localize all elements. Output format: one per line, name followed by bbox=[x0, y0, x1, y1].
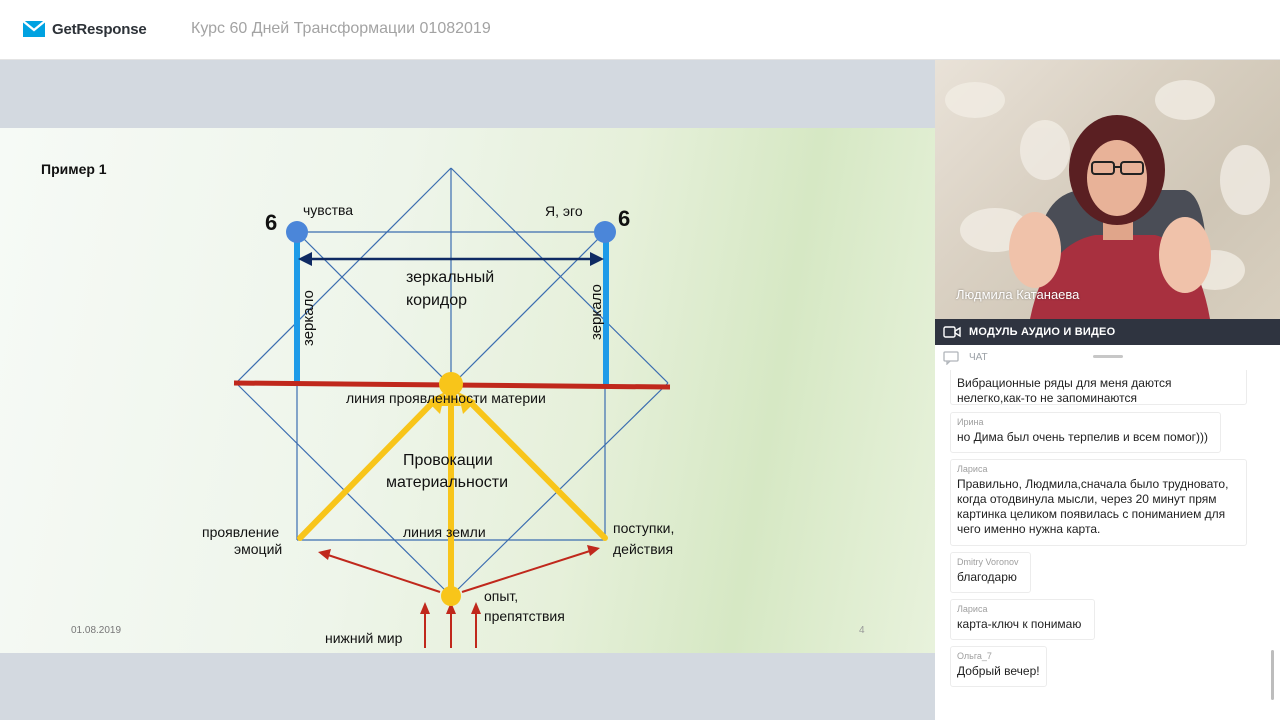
red-arrows bbox=[324, 549, 594, 648]
message-text-line: нелегко,как-то не запоминаются bbox=[957, 391, 1137, 405]
label-mirror-right: зеркало bbox=[588, 284, 605, 340]
label-matter-line: линия проявленности материи bbox=[346, 390, 546, 406]
audio-video-module-bar[interactable]: МОДУЛЬ АУДИО И ВИДЕО bbox=[935, 319, 1280, 345]
label-corridor-2: коридор bbox=[406, 292, 467, 309]
node-bottom bbox=[441, 586, 461, 606]
message-author: Лариса bbox=[957, 464, 988, 474]
label-earth-line: линия земли bbox=[403, 524, 486, 540]
number-six-left: 6 bbox=[265, 210, 277, 235]
number-six-right: 6 bbox=[618, 206, 630, 231]
message-text-line: карта-ключ к понимаю bbox=[957, 617, 1082, 631]
envelope-icon bbox=[22, 20, 46, 37]
chat-message: Ольга_7 Добрый вечер! bbox=[950, 646, 1047, 687]
message-author: Лариса bbox=[957, 604, 988, 614]
presentation-stage: Пример 1 6 6 чувства Я, эго зеркало зерк… bbox=[0, 60, 935, 720]
message-text-line: картинка целиком появилась с пониманием … bbox=[957, 507, 1226, 521]
node-center bbox=[439, 372, 463, 396]
chat-message: Вибрационные ряды для меня даются нелегк… bbox=[950, 370, 1247, 405]
chat-message: Ирина но Дима был очень терпелив и всем … bbox=[950, 412, 1221, 453]
label-experience-2: препятствия bbox=[484, 608, 565, 624]
slide: Пример 1 6 6 чувства Я, эго зеркало зерк… bbox=[0, 128, 935, 653]
chat-message: Dmitry Voronov благодарю bbox=[950, 552, 1031, 593]
camera-icon bbox=[943, 326, 961, 338]
label-actions-2: действия bbox=[613, 541, 673, 557]
brand-logo[interactable]: GetResponse bbox=[22, 19, 147, 39]
message-author: Ольга_7 bbox=[957, 651, 992, 661]
node-ego bbox=[594, 221, 616, 243]
label-corridor-1: зеркальный bbox=[406, 269, 494, 286]
chat-scrollbar[interactable] bbox=[1271, 650, 1274, 700]
label-ego: Я, эго bbox=[545, 203, 583, 219]
label-experience-1: опыт, bbox=[484, 588, 518, 604]
presenter-video-frame bbox=[945, 80, 1270, 319]
label-lower-world: нижний мир bbox=[325, 630, 403, 646]
top-bar: GetResponse Курс 60 Дней Трансформации 0… bbox=[0, 0, 1280, 60]
chat-messages: Вибрационные ряды для меня даются нелегк… bbox=[935, 370, 1280, 720]
red-arrowheads bbox=[318, 545, 600, 614]
message-author: Dmitry Voronov bbox=[957, 557, 1019, 567]
brand-name: GetResponse bbox=[52, 20, 147, 38]
message-text-line: чего именно нужна карта. bbox=[957, 522, 1101, 536]
label-feelings: чувства bbox=[303, 202, 353, 218]
slide-date: 01.08.2019 bbox=[71, 625, 121, 636]
yellow-arrowhead-left bbox=[427, 392, 445, 414]
presenter-video[interactable]: Людмила Катанаева bbox=[935, 60, 1280, 319]
message-text-line: но Дима был очень терпелив и всем помог)… bbox=[957, 430, 1208, 444]
chat-header[interactable]: ЧАТ bbox=[935, 345, 1280, 370]
yellow-arrowhead-right bbox=[458, 392, 476, 414]
message-text-line: Вибрационные ряды для меня даются bbox=[957, 376, 1172, 390]
corridor-arrow bbox=[298, 252, 604, 266]
chat-label: ЧАТ bbox=[969, 352, 988, 363]
message-text-line: Добрый вечер! bbox=[957, 664, 1040, 678]
label-emotions-1: проявление bbox=[202, 524, 279, 540]
label-provocations-1: Провокации bbox=[403, 452, 493, 469]
message-author: Ирина bbox=[957, 417, 984, 427]
slide-heading: Пример 1 bbox=[41, 161, 107, 177]
chat-message: Лариса карта-ключ к понимаю bbox=[950, 599, 1095, 640]
webinar-title: Курс 60 Дней Трансформации 01082019 bbox=[191, 20, 491, 37]
audio-video-module-label: МОДУЛЬ АУДИО И ВИДЕО bbox=[969, 326, 1116, 338]
chat-resize-handle[interactable] bbox=[1093, 355, 1123, 358]
message-text-line: когда отодвинула мысли, через 20 минут п… bbox=[957, 492, 1217, 506]
label-emotions-2: эмоций bbox=[234, 541, 282, 557]
node-feelings bbox=[286, 221, 308, 243]
chat-icon bbox=[943, 350, 959, 365]
label-actions-1: поступки, bbox=[613, 520, 674, 536]
label-provocations-2: материальности bbox=[386, 474, 508, 491]
yellow-arrows bbox=[297, 396, 608, 596]
slide-page-number: 4 bbox=[859, 625, 865, 636]
message-text-line: благодарю bbox=[957, 570, 1017, 584]
slide-diagram: Пример 1 6 6 чувства Я, эго зеркало зерк… bbox=[41, 161, 865, 648]
chat-message: Лариса Правильно, Людмила,сначала было т… bbox=[950, 459, 1247, 546]
sidebar: Людмила Катанаева МОДУЛЬ АУДИО И ВИДЕО Ч… bbox=[935, 60, 1280, 720]
label-mirror-left: зеркало bbox=[300, 290, 317, 346]
presenter-name: Людмила Катанаева bbox=[956, 287, 1080, 302]
message-text-line: Правильно, Людмила,сначала было труднова… bbox=[957, 477, 1229, 491]
